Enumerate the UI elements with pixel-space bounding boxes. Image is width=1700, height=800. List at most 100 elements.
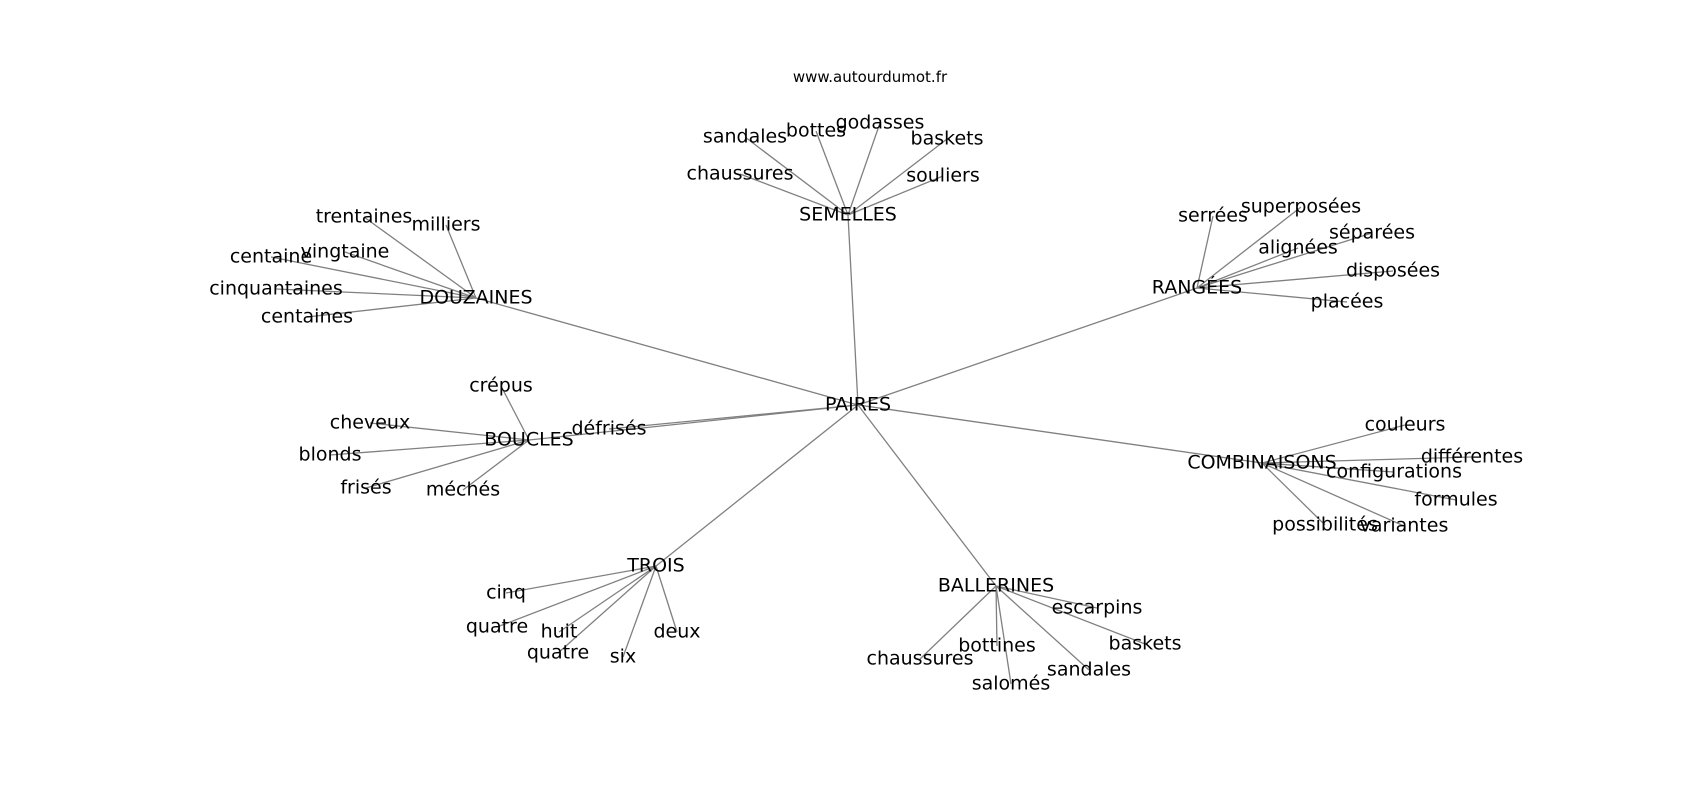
edge-douzaines-centaines bbox=[306, 297, 477, 318]
node-leaf-frises: frisés bbox=[340, 477, 391, 499]
edge-combinaisons-couleurs bbox=[1261, 424, 1406, 464]
edge-boucles-blonds bbox=[329, 439, 530, 456]
node-leaf-trentaines: trentaines bbox=[316, 206, 413, 228]
node-hub-rangees: RANGÉES bbox=[1152, 276, 1242, 299]
node-leaf-alignees: alignées bbox=[1258, 237, 1338, 259]
watermark: www.autourdumot.fr bbox=[793, 68, 948, 86]
node-hub-ballerines: BALLERINES bbox=[938, 575, 1054, 597]
edge-combinaisons-possibilites bbox=[1261, 462, 1326, 526]
node-hub-boucles: BOUCLES bbox=[484, 429, 573, 451]
edge-douzaines-milliers bbox=[445, 224, 477, 299]
node-leaf-superposees: superposées bbox=[1241, 196, 1361, 218]
node-leaf-possibilites: possibilités bbox=[1272, 514, 1378, 536]
node-leaf-six: six bbox=[610, 646, 636, 668]
node-leaf-centaines: centaines bbox=[261, 306, 353, 328]
node-leaf-chaussures: chaussures bbox=[867, 648, 974, 670]
node-leaf-placees: placées bbox=[1311, 291, 1384, 313]
edge-trois-deux bbox=[655, 565, 678, 633]
node-leaf-couleurs: couleurs bbox=[1365, 414, 1446, 436]
node-leaf-cinq: cinq bbox=[486, 582, 526, 604]
node-leaf-sandales: sandales bbox=[703, 126, 787, 148]
edge-center-douzaines bbox=[475, 297, 859, 406]
node-leaf-vingtaine: vingtaine bbox=[301, 241, 390, 263]
edge-douzaines-centaine bbox=[270, 256, 477, 299]
node-hub-combinaisons: COMBINAISONS bbox=[1187, 452, 1336, 474]
node-leaf-quatre: quatre bbox=[466, 616, 528, 638]
edge-trois-quatre bbox=[557, 565, 657, 654]
edge-douzaines-trentaines bbox=[363, 216, 477, 299]
node-leaf-baskets: baskets bbox=[1109, 633, 1182, 655]
edge-semelles-souliers bbox=[847, 175, 944, 216]
edge-rangees-superposees bbox=[1196, 206, 1302, 289]
edge-ballerines-salomes bbox=[995, 585, 1012, 685]
node-labels: PAIRESSEMELLESsandalesbottesgodassesbask… bbox=[209, 112, 1523, 695]
edges bbox=[270, 122, 1473, 685]
node-leaf-differentes: différentes bbox=[1421, 446, 1523, 468]
edge-boucles-meches bbox=[462, 439, 530, 491]
node-leaf-souliers: souliers bbox=[906, 165, 980, 187]
node-leaf-milliers: milliers bbox=[411, 214, 480, 236]
edge-rangees-placees bbox=[1196, 287, 1348, 303]
edge-rangees-disposees bbox=[1196, 270, 1394, 289]
edge-combinaisons-differentes bbox=[1261, 456, 1473, 464]
node-leaf-variantes: variantes bbox=[1360, 515, 1449, 537]
edge-boucles-crepus bbox=[500, 385, 530, 441]
edge-combinaisons-configurations bbox=[1261, 462, 1395, 473]
edge-center-combinaisons bbox=[857, 404, 1263, 464]
node-center-paires: PAIRES bbox=[825, 394, 891, 416]
node-leaf-serrees: serrées bbox=[1178, 205, 1248, 227]
node-leaf-baskets: baskets bbox=[911, 128, 984, 150]
node-leaf-separees: séparées bbox=[1329, 222, 1415, 244]
edge-douzaines-vingtaine bbox=[344, 251, 477, 299]
node-leaf-chaussures: chaussures bbox=[687, 163, 794, 185]
edge-center-ballerines bbox=[857, 404, 997, 587]
edge-trois-cinq bbox=[505, 565, 657, 594]
edge-boucles-cheveux bbox=[369, 422, 530, 441]
node-hub-trois: TROIS bbox=[626, 555, 684, 577]
edge-center-rangees bbox=[857, 287, 1198, 406]
edge-rangees-serrees bbox=[1196, 215, 1214, 289]
node-leaf-cheveux: cheveux bbox=[330, 412, 410, 434]
edge-rangees-separees bbox=[1196, 232, 1373, 289]
edge-center-defrises bbox=[608, 404, 859, 430]
node-leaf-meches: méchés bbox=[426, 479, 500, 501]
edge-trois-huit bbox=[558, 565, 657, 633]
node-leaf-deux: deux bbox=[653, 621, 700, 643]
edge-boucles-frises bbox=[365, 439, 530, 489]
node-leaf-cinquantaines: cinquantaines bbox=[209, 278, 343, 300]
edge-combinaisons-variantes bbox=[1261, 462, 1405, 527]
node-leaf-quatre: quatre bbox=[527, 642, 589, 664]
edge-center-semelles bbox=[847, 214, 859, 406]
edge-semelles-bottes bbox=[815, 130, 849, 216]
node-hub-semelles: SEMELLES bbox=[799, 204, 897, 226]
edge-ballerines-baskets bbox=[995, 585, 1146, 645]
edge-semelles-sandales bbox=[744, 136, 849, 216]
edge-douzaines-cinquantaines bbox=[275, 288, 477, 299]
node-leaf-sandales: sandales bbox=[1047, 659, 1131, 681]
node-leaf-configurations: configurations bbox=[1326, 461, 1462, 483]
edge-ballerines-escarpins bbox=[995, 585, 1098, 609]
edge-semelles-baskets bbox=[847, 138, 948, 216]
node-leaf-centaine: centaine bbox=[230, 246, 312, 268]
node-hub-douzaines: DOUZAINES bbox=[419, 287, 532, 309]
edge-center-trois bbox=[655, 404, 859, 567]
node-leaf-blonds: blonds bbox=[299, 444, 362, 466]
node-leaf-bottes: bottes bbox=[786, 120, 846, 142]
edge-semelles-chaussures bbox=[739, 173, 849, 216]
edge-combinaisons-formules bbox=[1261, 462, 1457, 501]
node-leaf-disposees: disposées bbox=[1346, 260, 1440, 282]
edge-rangees-alignees bbox=[1196, 247, 1299, 289]
edge-ballerines-sandales bbox=[995, 585, 1090, 671]
node-leaf-crepus: crépus bbox=[469, 375, 533, 397]
node-leaf-huit: huit bbox=[541, 621, 578, 643]
edge-semelles-godasses bbox=[847, 122, 881, 216]
edge-trois-six bbox=[622, 565, 657, 658]
node-leaf-bottines: bottines bbox=[958, 635, 1036, 657]
node-leaf-escarpins: escarpins bbox=[1052, 597, 1143, 619]
node-hub-defrises: défrisés bbox=[571, 418, 646, 440]
node-leaf-formules: formules bbox=[1414, 489, 1497, 511]
node-leaf-godasses: godasses bbox=[836, 112, 925, 134]
edge-ballerines-chaussures bbox=[919, 585, 997, 660]
edge-trois-quatre bbox=[496, 565, 657, 628]
